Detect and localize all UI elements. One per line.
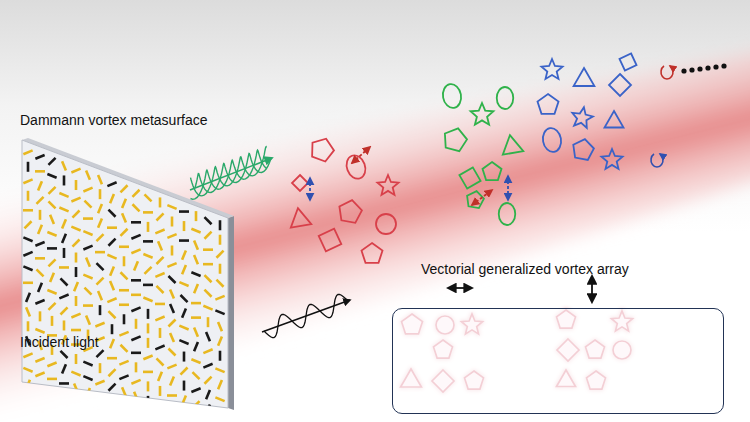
component-label: Incident light <box>20 334 99 350</box>
array-panel: Vectorial generalized vortex array <box>392 308 724 414</box>
component-label: Dammann vortex metasurface <box>20 112 208 128</box>
panel-heading: Vectorial generalized vortex array <box>421 261 629 277</box>
